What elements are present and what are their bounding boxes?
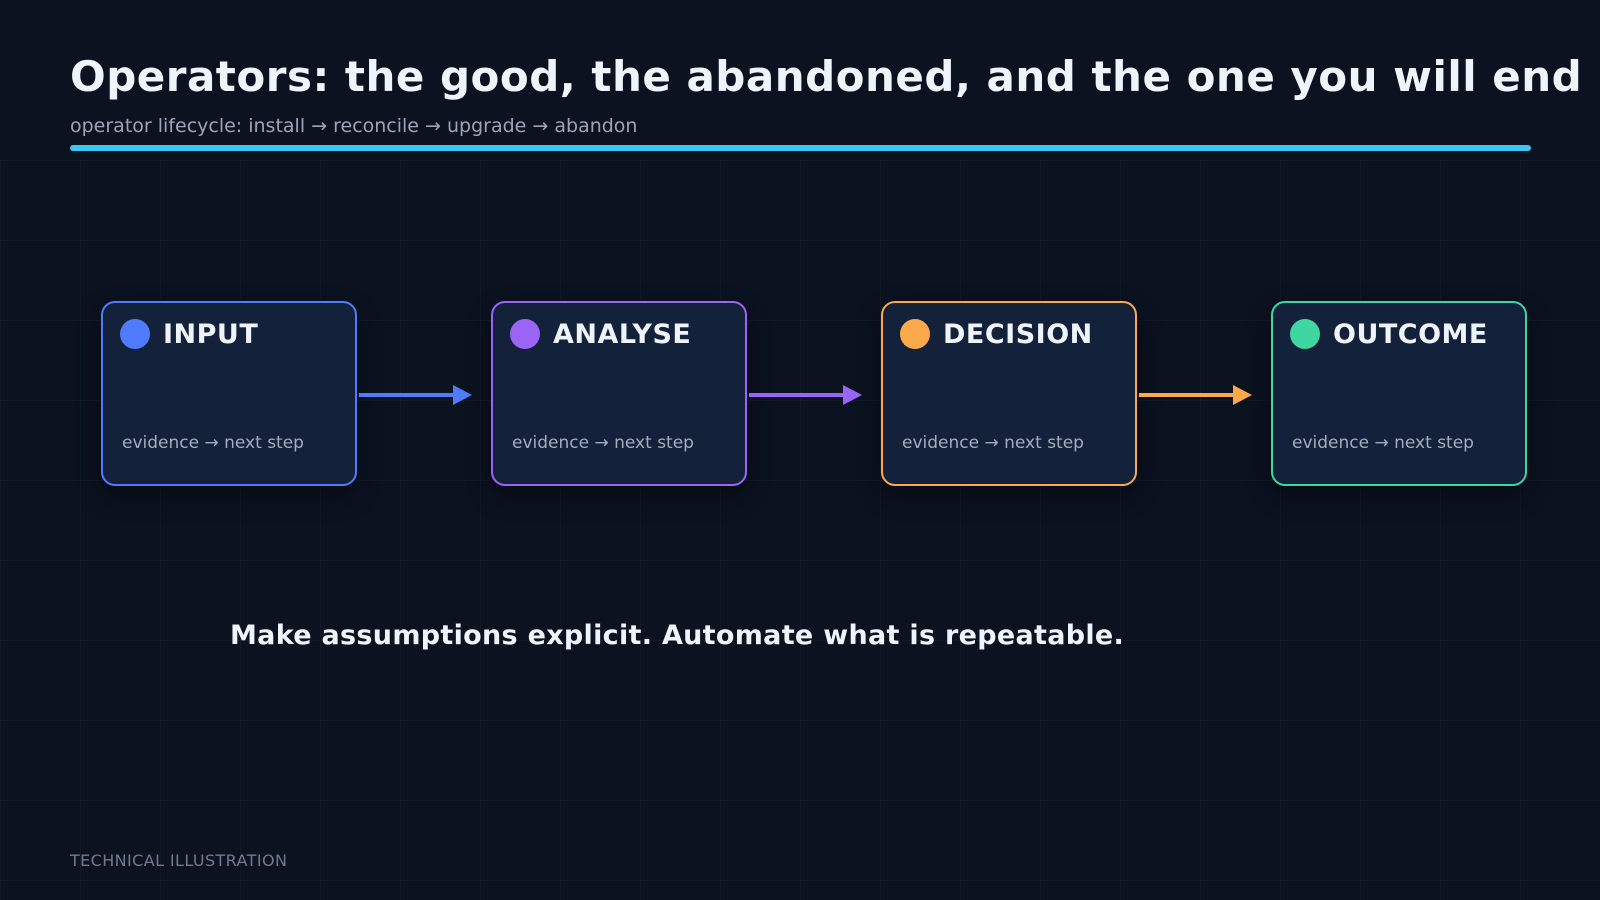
flow-node-caption: evidence → next step	[512, 433, 694, 453]
flow-node-title: DECISION	[943, 319, 1093, 350]
flow-node-title: ANALYSE	[553, 319, 692, 350]
analyse-status-dot-icon	[510, 319, 540, 349]
flow-node-caption: evidence → next step	[902, 433, 1084, 453]
flow-node-caption: evidence → next step	[1292, 433, 1474, 453]
flow-node-input: INPUT evidence → next step	[101, 301, 357, 486]
flow-node-title: OUTCOME	[1333, 319, 1488, 350]
footer-label: TECHNICAL ILLUSTRATION	[70, 851, 288, 870]
input-status-dot-icon	[120, 319, 150, 349]
flow-node-decision: DECISION evidence → next step	[881, 301, 1137, 486]
flow-node-analyse: ANALYSE evidence → next step	[491, 301, 747, 486]
flow-arrow-icon	[1139, 385, 1252, 405]
title-accent-rule	[70, 145, 1531, 151]
page-subtitle: operator lifecycle: install → reconcile …	[70, 115, 638, 137]
outcome-status-dot-icon	[1290, 319, 1320, 349]
background-grid	[0, 160, 1600, 900]
flow-arrow-icon	[749, 385, 862, 405]
flow-node-outcome: OUTCOME evidence → next step	[1271, 301, 1527, 486]
takeaway-text: Make assumptions explicit. Automate what…	[230, 620, 1125, 651]
flow-arrow-icon	[359, 385, 472, 405]
decision-status-dot-icon	[900, 319, 930, 349]
flow-node-caption: evidence → next step	[122, 433, 304, 453]
flow-node-title: INPUT	[163, 319, 259, 350]
page-title: Operators: the good, the abandoned, and …	[70, 52, 1600, 101]
